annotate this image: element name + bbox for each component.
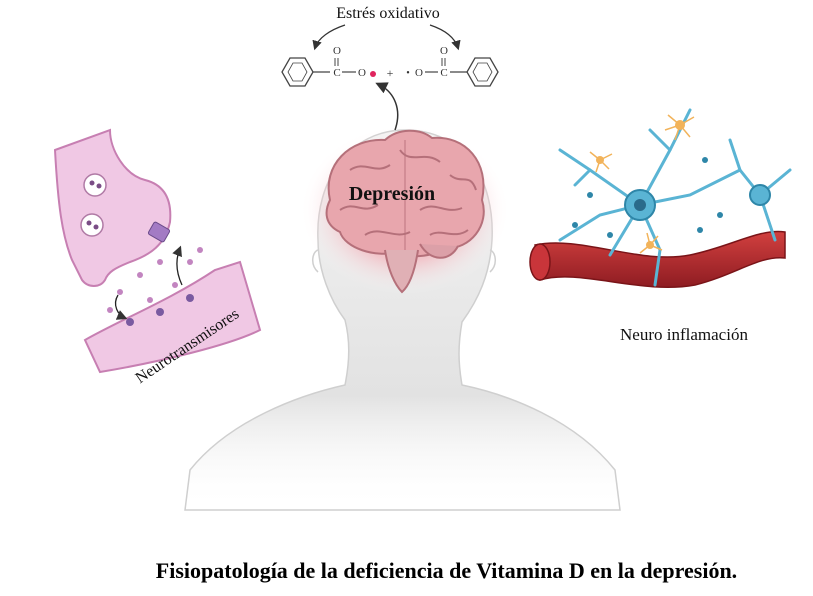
arrow-to-right-molecule (429, 24, 461, 51)
brain-icon (325, 129, 485, 294)
right-carbon: C (440, 67, 447, 79)
right-radical-dot: • (406, 68, 410, 79)
right-carbonyl-o: O (440, 45, 448, 57)
radical-dot-highlight (370, 71, 376, 77)
neuroinflammation-illustration (529, 108, 792, 289)
left-ether-o: O (358, 67, 366, 79)
arrow-to-left-molecule (312, 24, 346, 51)
oxidative-stress-label: Estrés oxidativo (336, 5, 440, 22)
neuroinflammation-label: Neuro inflamación (620, 325, 748, 344)
figure-caption: Fisiopatología de la deficiencia de Vita… (155, 558, 738, 583)
left-benzoyl-molecule (281, 57, 356, 87)
right-ether-o: O (415, 67, 423, 79)
left-carbonyl-o: O (333, 45, 341, 57)
plus-sign: + (387, 66, 394, 80)
synapse-illustration (53, 128, 262, 374)
left-carbon: C (333, 67, 340, 79)
right-benzoyl-molecule (425, 57, 499, 87)
depression-label: Depresión (349, 183, 435, 205)
arrow-from-brain (375, 82, 399, 131)
